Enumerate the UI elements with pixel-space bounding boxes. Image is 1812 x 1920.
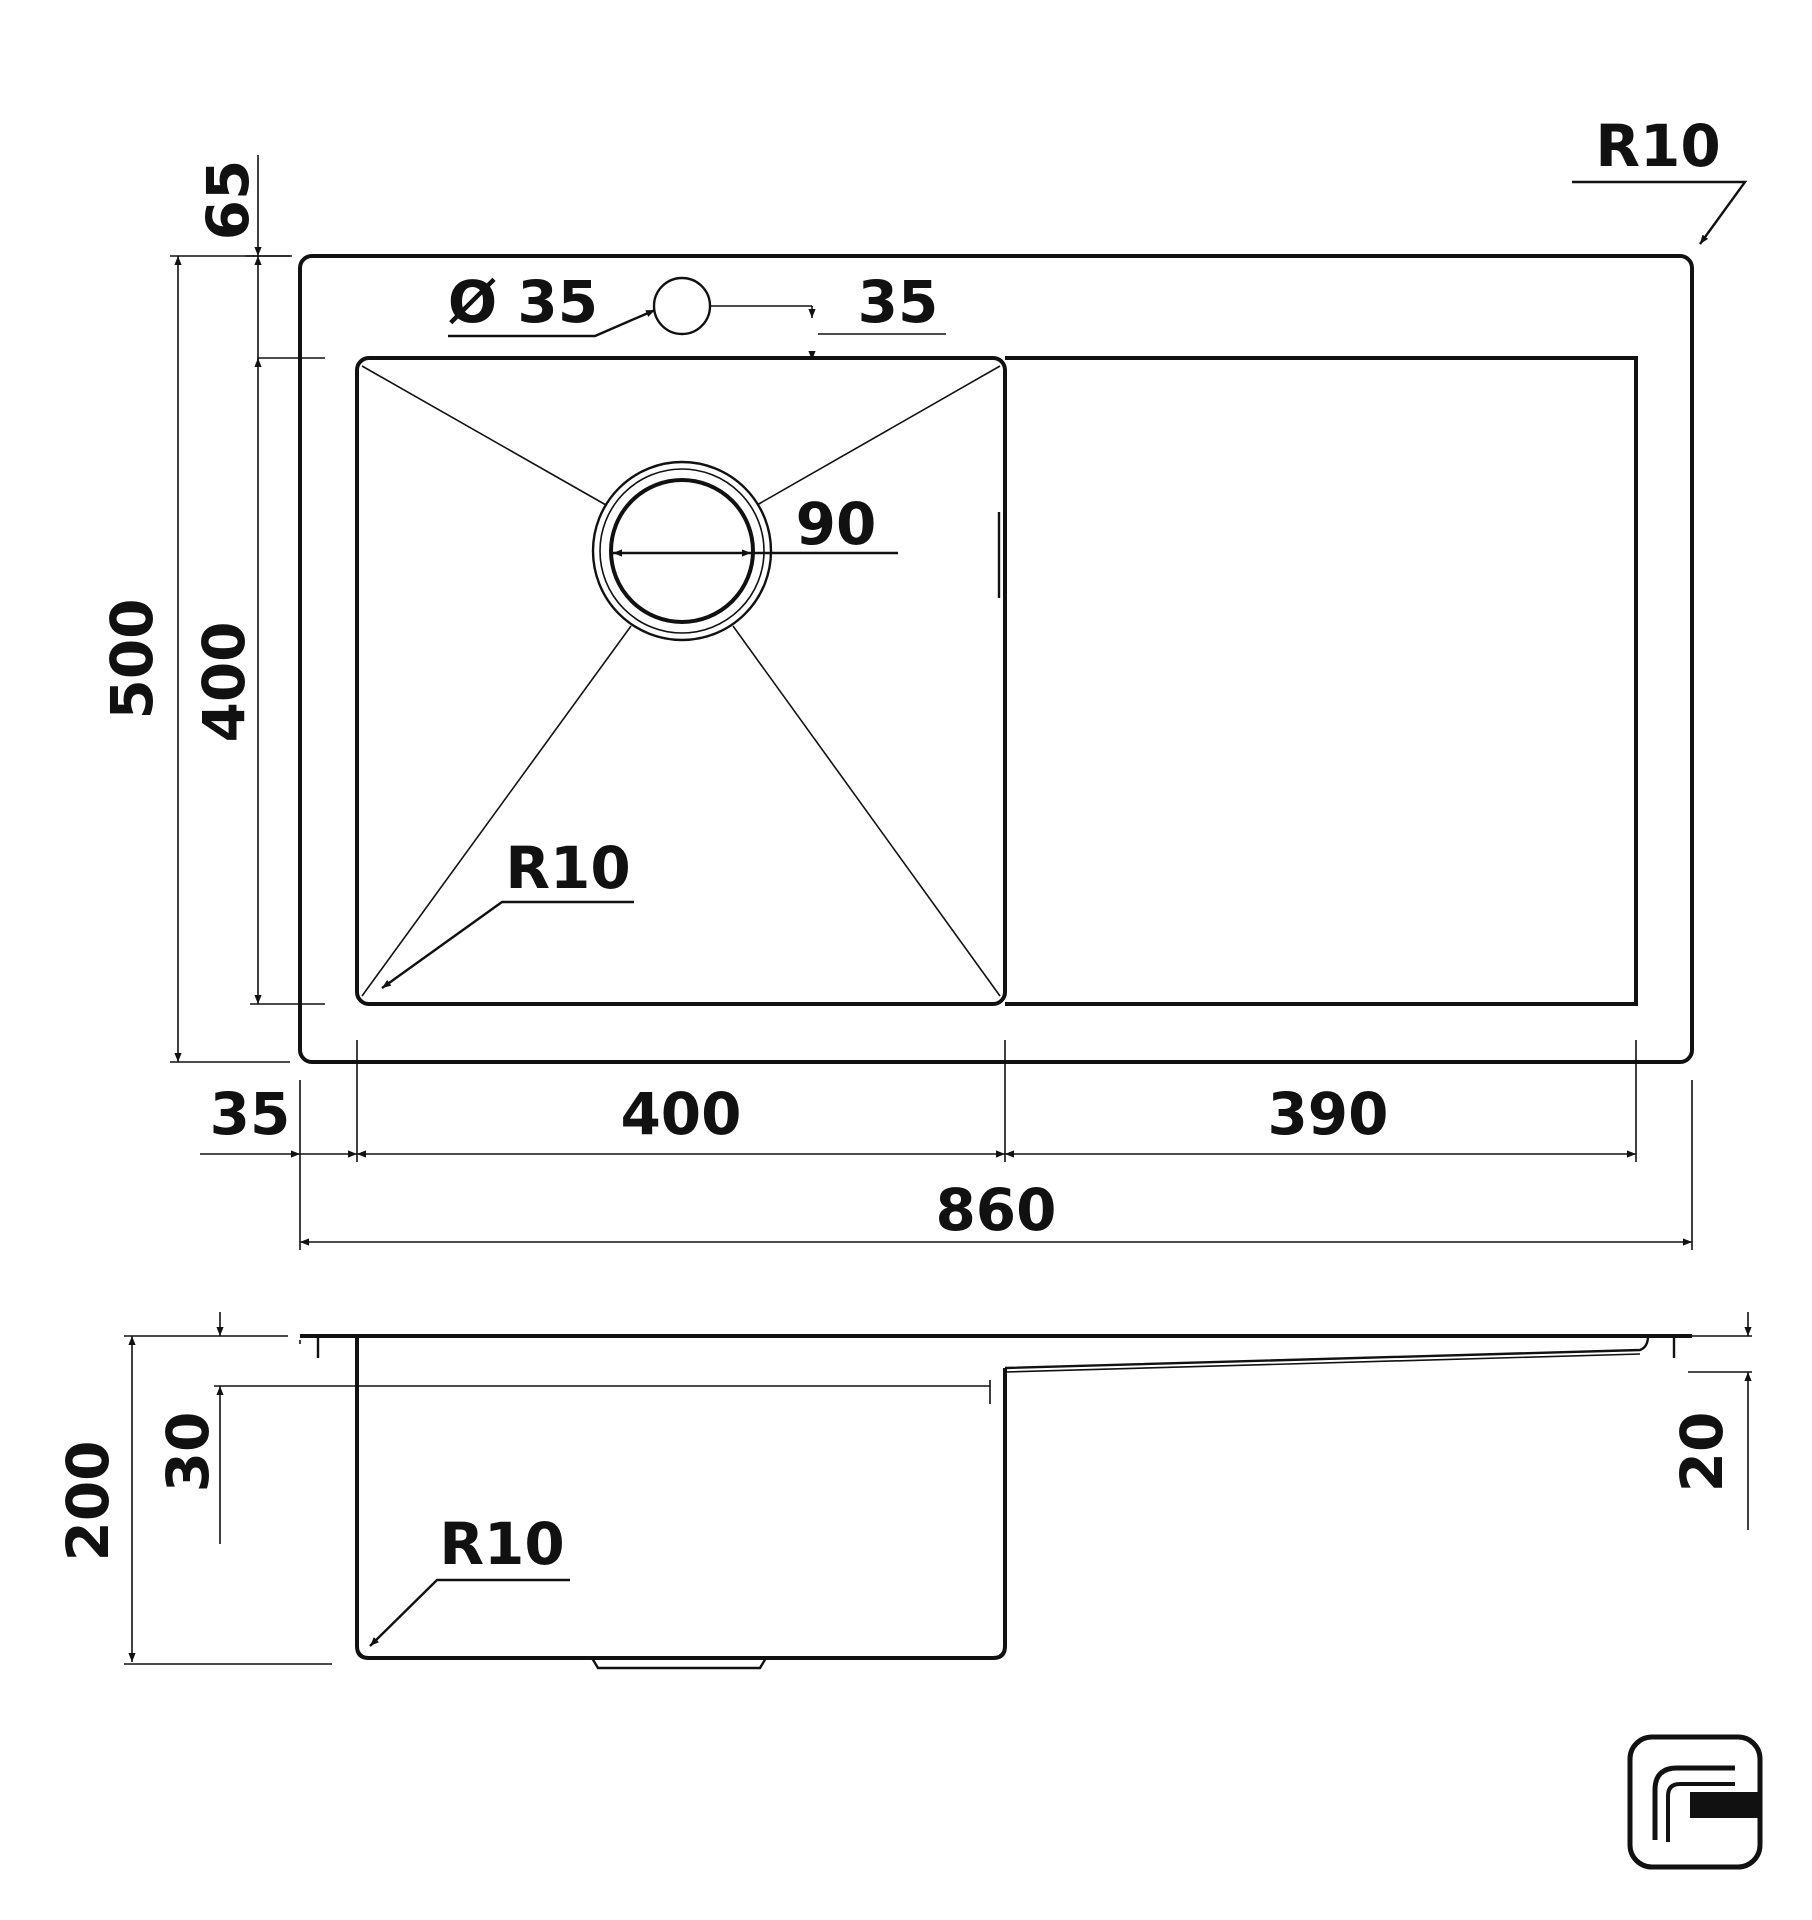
- top-view: [298, 254, 1694, 1064]
- drain-outer: [591, 460, 773, 642]
- outer-radius-label: R10: [1595, 112, 1720, 180]
- dim-overall-width: 860: [299, 1080, 1693, 1250]
- drain-bump: [590, 1657, 768, 1670]
- bowl-profile: [355, 1336, 1007, 1660]
- drainer-outline: [1005, 356, 1638, 1006]
- dim-tap-offset: 35: [710, 268, 946, 360]
- dim-horizontal-row: 35 400 390: [200, 1040, 1637, 1170]
- drain-mid: [599, 468, 765, 634]
- bowl-outline: [355, 356, 1007, 1006]
- dim-bowl-radius: R10: [381, 834, 634, 989]
- mount-type-icon: [1627, 1734, 1763, 1870]
- drainer-drop-label: 20: [1668, 1412, 1736, 1493]
- flange-label: 65: [194, 160, 262, 241]
- drainer-width-label: 390: [1267, 1080, 1388, 1148]
- dim-tap-hole: Ø 35: [448, 268, 656, 338]
- bowl-radius-label: R10: [505, 834, 630, 902]
- overall-width-label: 860: [935, 1176, 1056, 1244]
- bowl-width-label: 400: [620, 1080, 741, 1148]
- overall-depth-label: 500: [98, 598, 166, 719]
- dim-outer-radius: R10: [1572, 112, 1748, 245]
- bowl-slope-lines: [361, 365, 1001, 997]
- dim-rim-drop: 30: [154, 1312, 990, 1544]
- left-margin-label: 35: [210, 1080, 291, 1148]
- drain-inner: [609, 478, 755, 624]
- dim-overall-height: 200: [54, 1335, 332, 1665]
- bowl-depth-label: 400: [190, 621, 258, 742]
- drain-diameter-label: 90: [796, 490, 877, 558]
- dim-side-radius: R10: [369, 1510, 570, 1647]
- tap-hole-diameter-label: Ø 35: [448, 268, 598, 336]
- rim-drop-label: 30: [154, 1412, 222, 1493]
- sink-outline: [298, 254, 1694, 1064]
- dim-bowl-depth: 400: [190, 358, 325, 1005]
- overall-height-label: 200: [54, 1440, 122, 1561]
- side-view: [299, 1334, 1692, 1670]
- dim-drainer-drop: 20: [1668, 1312, 1752, 1530]
- tap-hole: [652, 276, 712, 336]
- side-radius-label: R10: [439, 1510, 564, 1578]
- drainer-slope: [1004, 1335, 1650, 1370]
- dim-drain: 90: [613, 490, 898, 558]
- dim-overall-depth: 500: [98, 255, 290, 1063]
- dim-flange: 65: [194, 155, 325, 360]
- tap-offset-label: 35: [858, 268, 939, 336]
